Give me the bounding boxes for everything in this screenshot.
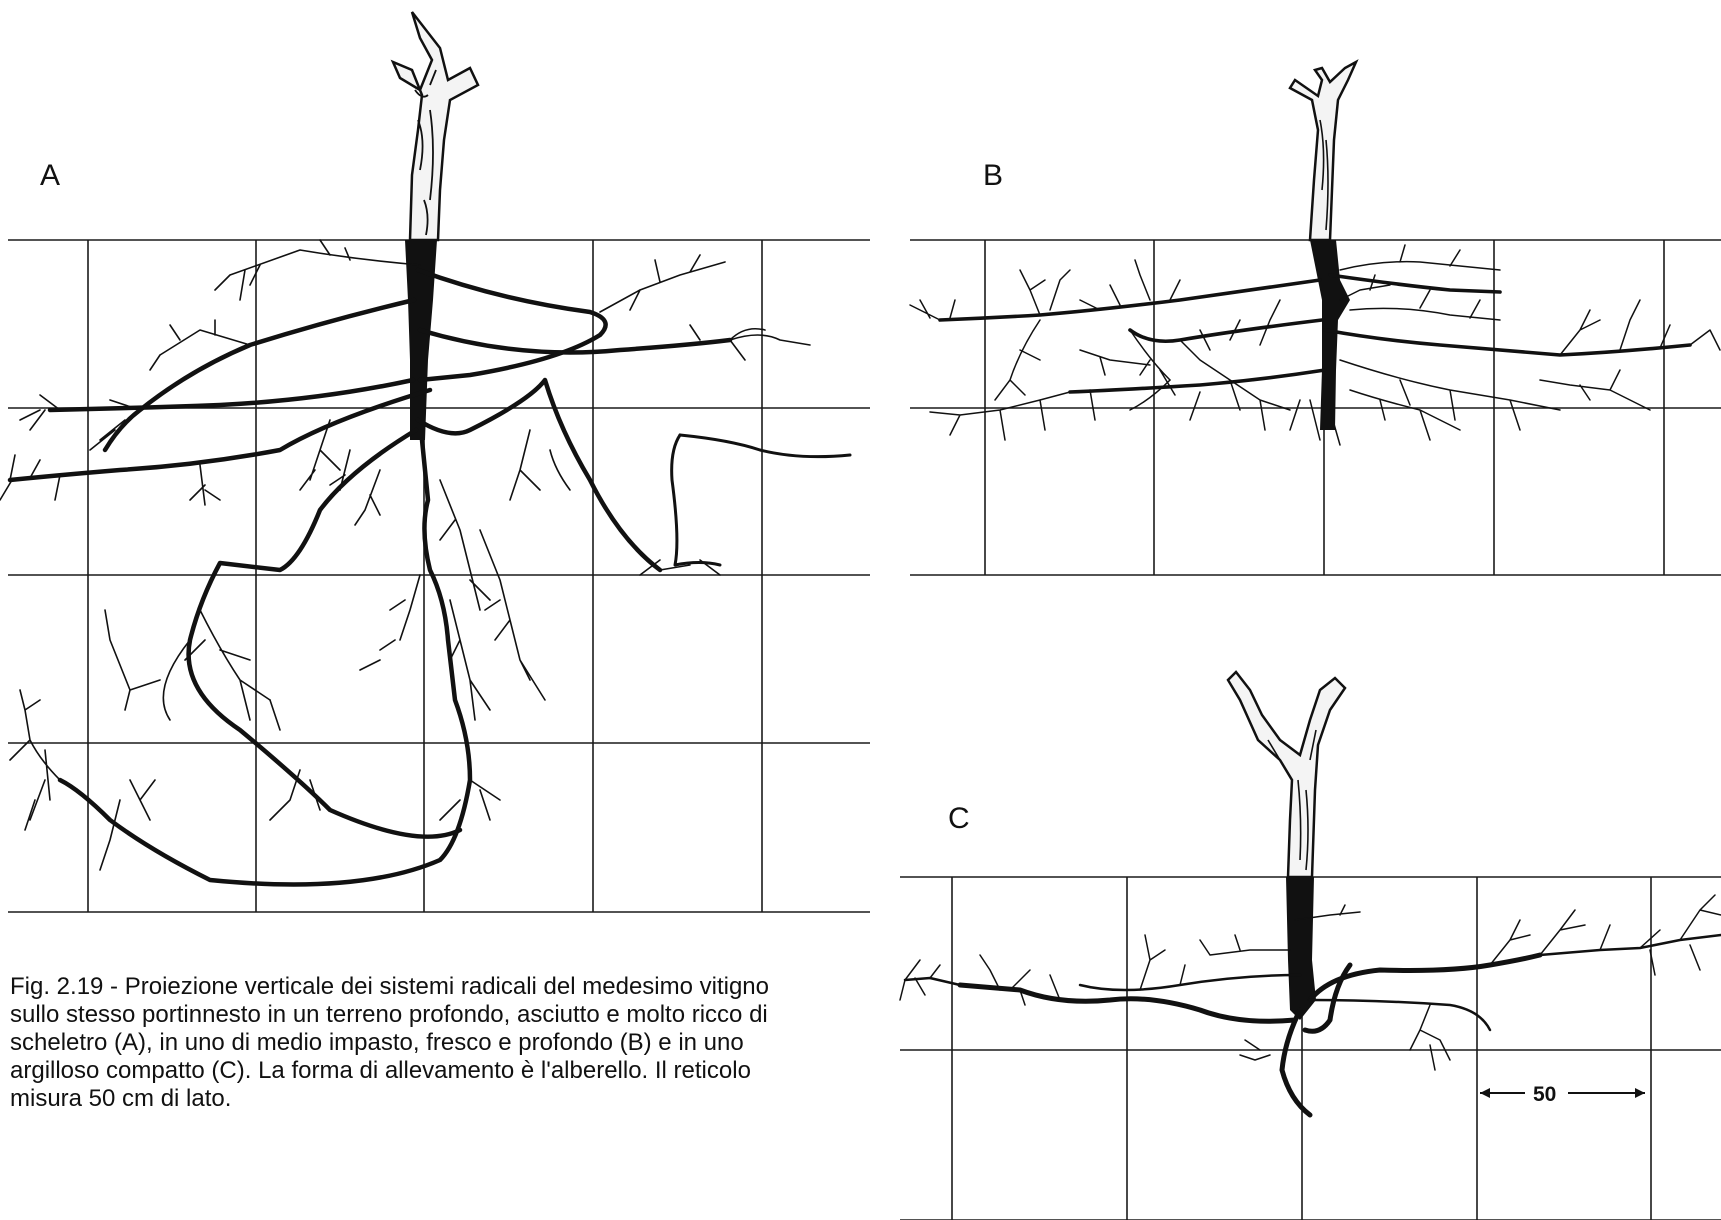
figure-caption: Fig. 2.19 - Proiezione verticale dei sis… xyxy=(10,973,810,1113)
panel-c: C xyxy=(900,672,1721,1220)
panel-b-grid xyxy=(910,240,1721,575)
panel-b-label: B xyxy=(983,159,1003,192)
scale-bar: 50 xyxy=(1480,1083,1645,1106)
panel-a-fine-roots xyxy=(0,240,810,870)
panel-b: B xyxy=(910,62,1721,575)
panel-c-main-roots xyxy=(960,955,1540,1115)
panel-c-trunk xyxy=(1228,672,1345,1020)
panel-a: A xyxy=(0,12,870,912)
panel-b-fine-roots xyxy=(910,245,1720,445)
scale-bar-label: 50 xyxy=(1533,1083,1556,1106)
panel-a-grid xyxy=(8,240,870,912)
panel-c-label: C xyxy=(948,802,970,835)
panel-a-label: A xyxy=(40,159,60,192)
